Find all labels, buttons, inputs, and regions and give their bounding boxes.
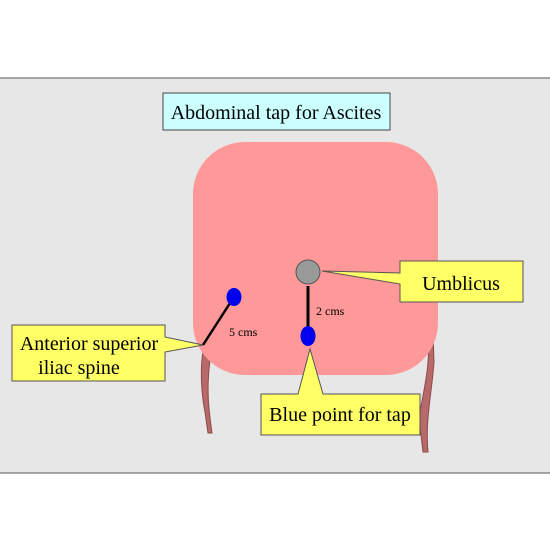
asis-measure-line xyxy=(201,299,234,346)
right-leg-outline xyxy=(418,331,435,453)
left-leg-outline xyxy=(200,337,215,434)
asis-label-line2: iliac spine xyxy=(38,357,120,379)
abdomen-shape xyxy=(193,142,438,375)
umbilicus-marker xyxy=(295,259,321,285)
tap-point-callout xyxy=(260,347,421,436)
umbilicus-distance-label: 2 cms xyxy=(316,304,345,318)
asis-label-line1: Anterior superior xyxy=(20,333,159,355)
tap-blue-point xyxy=(300,326,316,346)
umbilicus-label: Umblicus xyxy=(422,273,500,295)
asis-blue-point xyxy=(226,288,242,306)
tap-point-label: Blue point for tap xyxy=(269,404,411,426)
umbilicus-callout xyxy=(321,260,524,303)
diagram-title: Abdominal tap for Ascites xyxy=(171,102,382,124)
asis-callout xyxy=(11,324,204,382)
title-box xyxy=(162,92,391,131)
asis-distance-label: 5 cms xyxy=(229,325,258,339)
